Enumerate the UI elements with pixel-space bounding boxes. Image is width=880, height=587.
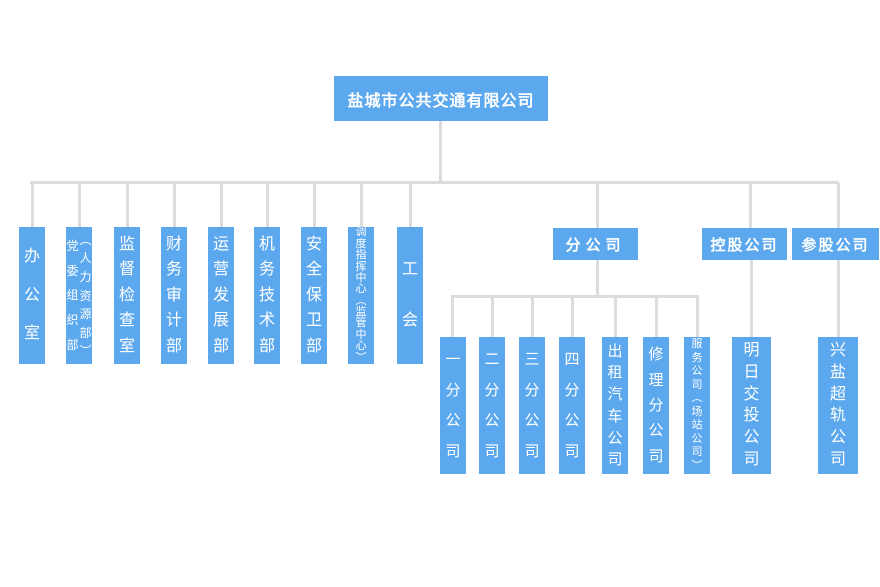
node-branch-company-2: 二分公司 — [479, 337, 505, 474]
node-label: 兴盐超轨公司 — [829, 341, 846, 469]
node-branch-companies: 分公司 — [553, 228, 638, 260]
node-label: 监督检查室 — [118, 235, 135, 355]
node-branch-company-1: 一分公司 — [440, 337, 466, 474]
node-label: 运营发展部 — [212, 235, 229, 355]
node-label: 党委组织部 — [66, 238, 79, 353]
node-general-office: 办公室 — [19, 227, 45, 364]
node-label: 三分公司 — [524, 351, 540, 460]
connector-child-stub — [654, 298, 658, 337]
node-holding-companies: 控股公司 — [702, 228, 787, 260]
connector-child-stub — [613, 298, 617, 337]
connector-sub-horizontal — [451, 295, 699, 298]
node-equity-companies: 参股公司 — [792, 228, 879, 260]
node-party-committee-hr-dept: 党委组织部 ︵人力资源部︶ — [66, 227, 92, 364]
connector-dept-stub — [125, 183, 129, 228]
node-security-defense-dept: 安全保卫部 — [301, 227, 327, 364]
connector-equity-drop — [836, 260, 840, 337]
node-branch-company-3: 三分公司 — [519, 337, 545, 474]
node-labor-union: 工会 — [397, 227, 423, 364]
node-machinery-technology-dept: 机务技术部 — [254, 227, 280, 364]
node-label: 一分公司 — [445, 351, 461, 460]
connector-dept-stub — [359, 183, 363, 228]
connector-child-stub — [695, 298, 699, 337]
node-xingyan-chaogui-company: 兴盐超轨公司 — [818, 337, 858, 474]
node-service-station-company: 服务公司︵场站公司︶ — [684, 337, 710, 474]
connector-holding-drop — [750, 260, 753, 337]
node-dispatch-command-center: 调度指挥中心︵监管中心︶ — [348, 227, 374, 364]
node-label: ︵人力资源部︶ — [79, 232, 92, 359]
connector-dept-stub — [408, 183, 412, 228]
node-mingri-jiaotou-company: 明日交投公司 — [732, 337, 771, 474]
connector-dept-stub — [172, 183, 176, 228]
node-label: 安全保卫部 — [305, 235, 322, 355]
node-branch-company-4: 四分公司 — [559, 337, 585, 474]
connector-child-stub — [530, 298, 534, 337]
node-label: 工会 — [401, 261, 418, 329]
node-finance-audit-dept: 财务审计部 — [161, 227, 187, 364]
connector-equity-stub — [836, 183, 840, 228]
connector-dept-stub — [30, 183, 34, 228]
node-label: 机务技术部 — [258, 235, 275, 355]
connector-branch-drop — [596, 260, 599, 298]
node-head-office: 盐城市公共交通有限公司 — [334, 76, 548, 121]
connector-main-horizontal — [30, 181, 839, 184]
node-label: 四分公司 — [564, 351, 580, 460]
node-label: 服务公司︵场站公司︶ — [691, 338, 703, 472]
node-label: 财务审计部 — [165, 235, 182, 355]
node-label: 出租汽车公司 — [607, 342, 623, 469]
node-label: 调度指挥中心︵监管中心︶ — [355, 227, 367, 364]
node-supervision-inspection-office: 监督检查室 — [114, 227, 140, 364]
connector-child-stub — [570, 298, 574, 337]
connector-dept-stub — [219, 183, 223, 228]
connector-root-drop — [439, 121, 442, 182]
node-label: 明日交投公司 — [743, 341, 760, 469]
node-repair-branch-company: 修理分公司 — [643, 337, 669, 474]
node-taxi-company: 出租汽车公司 — [602, 337, 628, 474]
connector-branch-stub — [596, 183, 599, 228]
connector-child-stub — [451, 298, 454, 337]
node-label: 修理分公司 — [648, 346, 664, 465]
connector-child-stub — [490, 298, 494, 337]
node-label: 办公室 — [23, 248, 40, 342]
node-operations-development-dept: 运营发展部 — [208, 227, 234, 364]
connector-holding-stub — [748, 183, 752, 228]
node-label: 二分公司 — [484, 351, 500, 460]
connector-dept-stub — [77, 183, 81, 228]
connector-dept-stub — [312, 183, 316, 228]
connector-dept-stub — [265, 183, 269, 228]
